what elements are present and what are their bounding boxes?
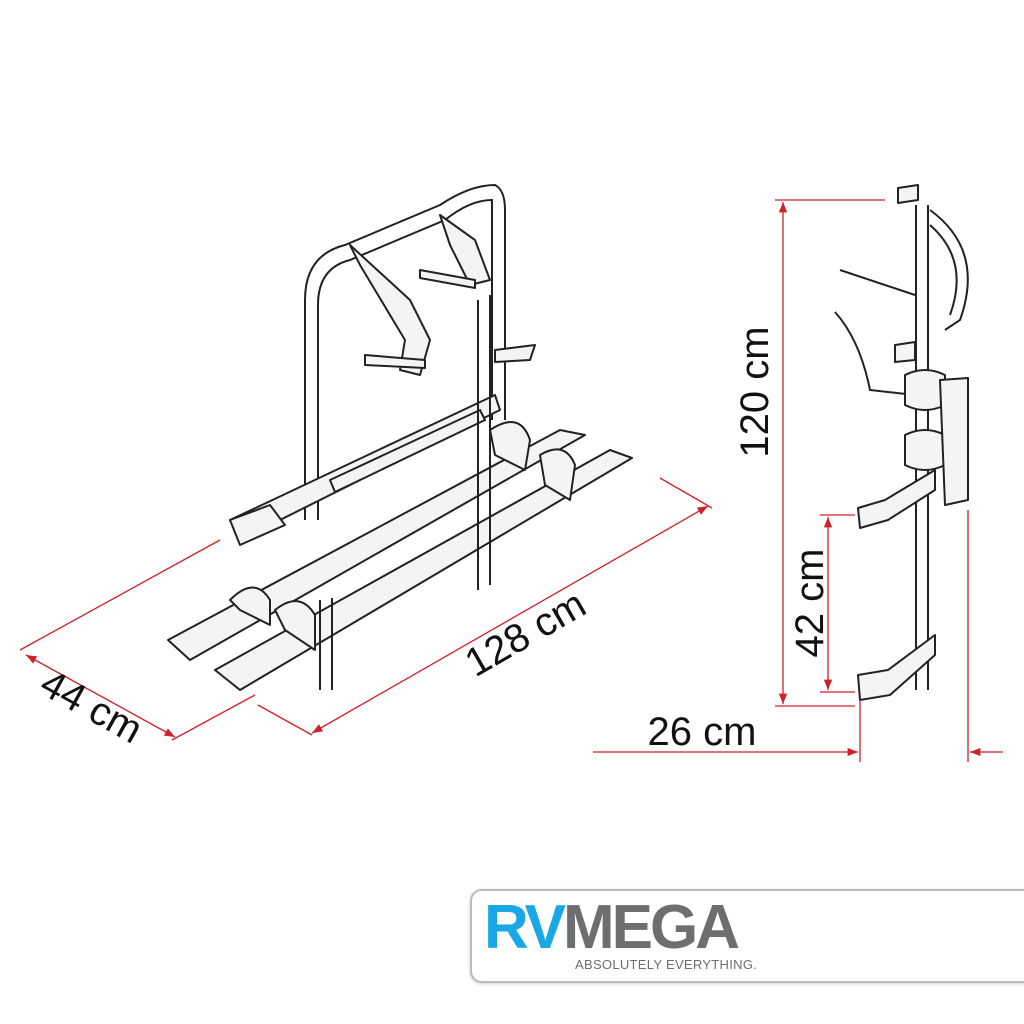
dimension-26cm: 26 cm [593, 510, 1003, 762]
dimension-42cm: 42 cm [788, 514, 855, 693]
dimension-label-rail-spacing: 42 cm [788, 549, 832, 658]
rack-side-view [834, 184, 969, 701]
rack-frame [304, 183, 506, 520]
dimension-label-length: 128 cm [458, 582, 594, 686]
logo-wordmark: RVMEGA [484, 897, 740, 959]
dimension-label-height: 120 cm [733, 326, 777, 457]
dimension-120cm: 120 cm [733, 199, 885, 707]
rvmega-logo: RVMEGA ABSOLUTELY EVERYTHING. [470, 889, 1024, 983]
logo-mega: MEGA [563, 893, 740, 962]
dimension-label-depth: 44 cm [33, 661, 150, 752]
wheel-holder [229, 586, 271, 626]
bike-clamp-1 [349, 244, 431, 376]
dimension-44cm: 44 cm [19, 539, 256, 752]
dimension-128cm: 128 cm [257, 477, 713, 736]
dimension-label-side-depth: 26 cm [648, 710, 757, 754]
logo-tagline: ABSOLUTELY EVERYTHING. [575, 957, 758, 972]
logo-rv: RV [484, 893, 566, 962]
bike-clamp-2 [439, 214, 491, 286]
